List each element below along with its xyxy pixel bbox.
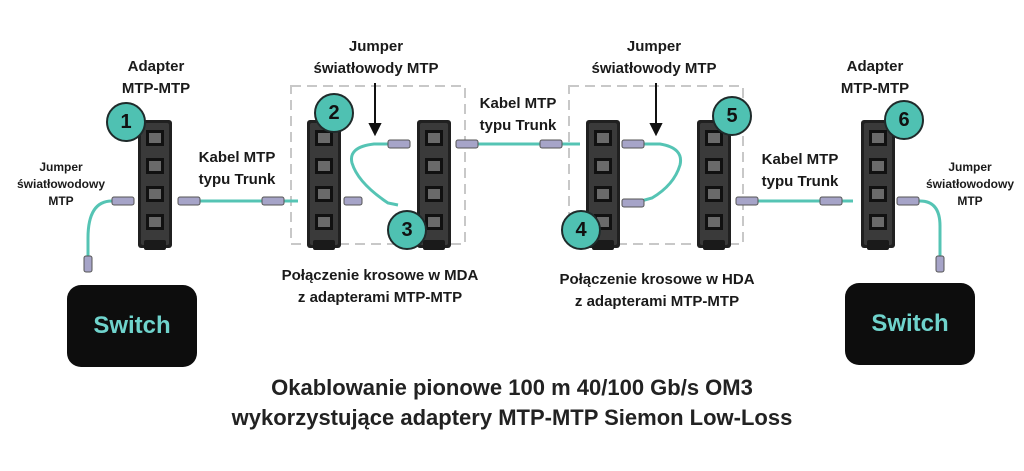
label-adapter-right: Adapter MTP-MTP — [840, 58, 910, 97]
connector — [735, 196, 759, 206]
badge-3: 3 — [387, 210, 427, 250]
badge-1: 1 — [106, 102, 146, 142]
jumper-cable-mda — [349, 142, 399, 207]
caption-line-1: Okablowanie pionowe 100 m 40/100 Gb/s OM… — [271, 375, 753, 400]
connector — [621, 198, 645, 208]
connector — [343, 196, 363, 206]
connector — [111, 196, 135, 206]
label-jumper-mda: Jumper światłowody MTP — [313, 38, 439, 77]
arrow-head — [649, 123, 663, 137]
label-cross-mda: Połączenie krosowe w MDA z adapterami MT… — [281, 267, 479, 306]
connector — [896, 196, 920, 206]
caption-line-2: wykorzystujące adaptery MTP-MTP Siemon L… — [231, 405, 793, 430]
jumper-cable-hda — [633, 142, 683, 205]
badge-4: 4 — [561, 210, 601, 250]
badge-5: 5 — [712, 96, 752, 136]
label-cross-hda: Połączenie krosowe w HDA z adapterami MT… — [559, 271, 755, 310]
label-jumper-hda: Jumper światłowody MTP — [591, 38, 717, 77]
adapter-panel-1 — [138, 120, 172, 250]
jumper-cable-right — [905, 199, 942, 262]
switch-left: Switch — [67, 285, 197, 367]
jumper-cable-left — [86, 199, 130, 262]
connector — [935, 255, 945, 273]
label-adapter-left: Adapter MTP-MTP — [121, 58, 191, 97]
connector — [621, 139, 645, 149]
connector — [177, 196, 201, 206]
connector — [455, 139, 479, 149]
label-trunk-3: Kabel MTP typu Trunk — [761, 151, 839, 190]
connector — [539, 139, 563, 149]
adapter-panel-6 — [861, 120, 895, 250]
arrow-head — [368, 123, 382, 137]
badge-6: 6 — [884, 100, 924, 140]
adapter-panel-5 — [697, 120, 731, 250]
connector — [819, 196, 843, 206]
connector — [261, 196, 285, 206]
label-jumper-right: Jumper światłowodowy MTP — [925, 160, 1014, 208]
connector — [387, 139, 411, 149]
label-trunk-1: Kabel MTP typu Trunk — [198, 149, 276, 188]
adapter-panel-2 — [307, 120, 341, 250]
label-jumper-left: Jumper światłowodowy MTP — [16, 160, 105, 208]
switch-right: Switch — [845, 283, 975, 365]
label-trunk-2: Kabel MTP typu Trunk — [479, 95, 557, 134]
badge-2: 2 — [314, 93, 354, 133]
mda-frame — [290, 85, 466, 245]
connector — [83, 255, 93, 273]
